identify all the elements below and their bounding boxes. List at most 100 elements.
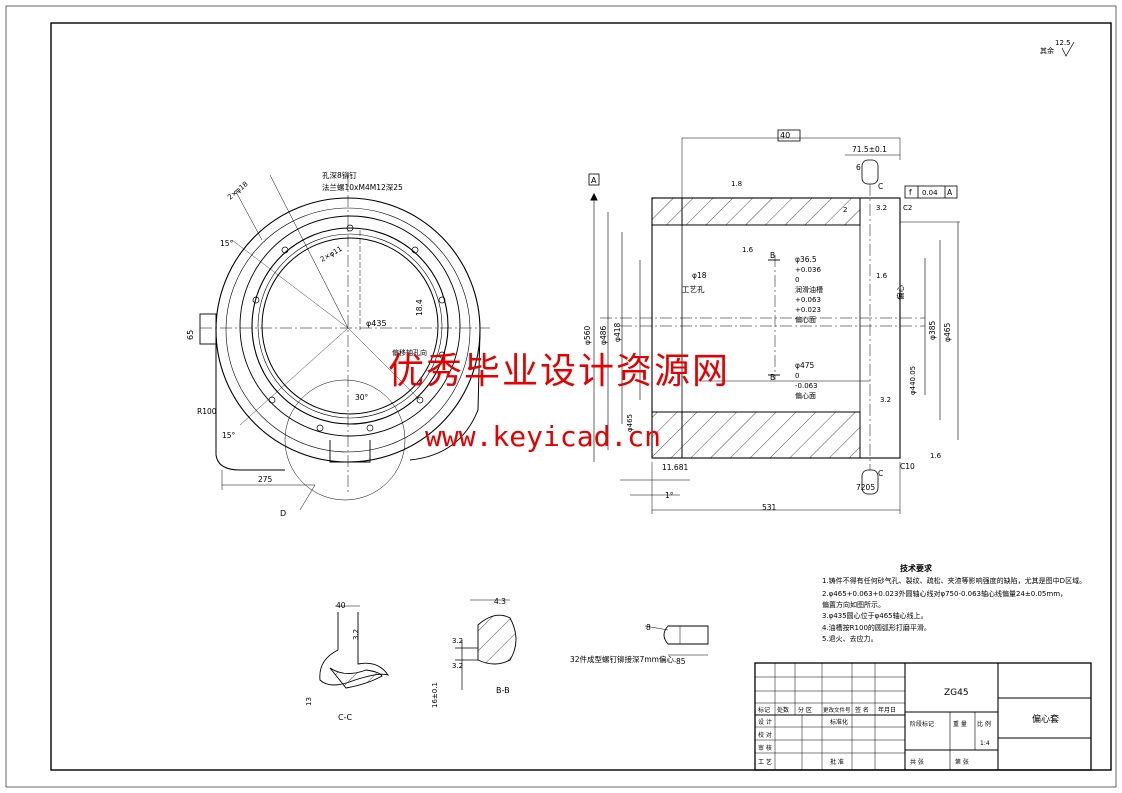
section-view [588,129,960,514]
svg-text:+0.036: +0.036 [795,266,821,274]
svg-text:偏移轴孔向: 偏移轴孔向 [392,348,427,357]
bolt-holes [252,224,446,432]
section-labels: A 40 71.5±0.1 6 1.8 1.6 1.6 3.2 3.2 1.6 … [583,131,953,512]
svg-text:7205: 7205 [856,483,875,492]
svg-text:5.退火、去应力。: 5.退火、去应力。 [822,634,878,643]
svg-text:0: 0 [795,276,799,284]
svg-text:其余: 其余 [1040,46,1054,55]
svg-text:标准化: 标准化 [830,718,848,726]
svg-text:更改文件号: 更改文件号 [823,706,851,714]
svg-text:15°: 15° [222,431,236,440]
svg-text:D: D [280,509,286,518]
svg-text:润滑油槽: 润滑油槽 [795,285,823,294]
svg-text:C2: C2 [903,204,912,212]
pin-labels: 32件成型螺钉铆接深7mm偏心. 8 85 [570,623,686,666]
title-block-text: ZG45 偏心套 标记 处数 分 区 更改文件号 签 名 年月日 设 计 标准化… [758,688,1059,766]
svg-text:偏置方向如图所示。: 偏置方向如图所示。 [822,600,885,609]
svg-text:第 张: 第 张 [955,758,969,766]
svg-text:孔深8铆钉: 孔深8铆钉 [322,170,357,180]
svg-text:φ36.5: φ36.5 [795,255,817,264]
svg-text:批 准: 批 准 [830,758,844,766]
pin-detail [644,625,709,656]
svg-text:φ475: φ475 [795,361,814,370]
svg-text:1.8: 1.8 [731,180,742,188]
svg-text:设 计: 设 计 [758,718,772,726]
svg-text:1.铸件不得有任何砂气孔、裂纹、疏松、夹渣等影响强度的缺陷，: 1.铸件不得有任何砂气孔、裂纹、疏松、夹渣等影响强度的缺陷，尤其是图中D区域。 [822,576,1086,585]
svg-text:1°: 1° [665,491,674,500]
svg-text:偏心面: 偏心面 [795,391,816,400]
svg-text:2: 2 [843,206,847,214]
svg-text:40: 40 [780,131,790,140]
svg-text:B: B [770,373,775,382]
detail-bb-labels: 4.3 3.2 3.2 16±0.1 B-B [431,597,510,708]
svg-text:12.5: 12.5 [1055,39,1071,47]
svg-text:φ435: φ435 [366,319,387,328]
svg-text:18.4: 18.4 [415,299,424,316]
svg-text:3.2: 3.2 [876,204,887,212]
svg-text:φ465: φ465 [943,323,952,342]
svg-text:8: 8 [646,623,651,632]
svg-text:2×φ18: 2×φ18 [226,180,249,201]
svg-text:4.油槽按R100的圆弧形打磨平滑。: 4.油槽按R100的圆弧形打磨平滑。 [822,623,931,632]
svg-text:工 艺: 工 艺 [758,758,772,766]
svg-text:65: 65 [186,330,195,340]
title-block [754,662,1092,771]
svg-text:阶段标记: 阶段标记 [910,720,934,728]
svg-text:校 对: 校 对 [758,731,772,739]
svg-text:φ465: φ465 [626,414,634,432]
svg-text:-0.063: -0.063 [795,382,818,390]
svg-text:技术要求: 技术要求 [900,563,933,573]
detail-cc-labels: 40 3.2 13 C-C [305,601,360,722]
svg-text:+0.063: +0.063 [795,296,821,304]
svg-text:C-C: C-C [338,713,352,722]
svg-text:6: 6 [856,163,861,172]
svg-text:2×φ11: 2×φ11 [319,245,344,264]
svg-text:1.6: 1.6 [930,452,942,460]
svg-text:B: B [770,251,775,260]
svg-text:比 例: 比 例 [977,720,991,728]
detail-bb [455,599,517,690]
svg-text:处数: 处数 [777,706,789,714]
svg-text:11.681: 11.681 [662,463,688,472]
svg-text:+0.023: +0.023 [795,306,821,314]
svg-text:2.φ465+0.063+0.023外圆轴心线对φ750-0: 2.φ465+0.063+0.023外圆轴心线对φ750-0.063轴心线偏量2… [822,589,1067,598]
svg-text:标记: 标记 [758,706,770,714]
svg-text:φ385: φ385 [928,321,937,340]
svg-text:C: C [878,182,883,191]
svg-text:ZG45: ZG45 [944,688,969,698]
roughness-corner: 12.5 其余 [1040,39,1075,57]
watermark-title: 优秀毕业设计资源网 [388,351,731,392]
svg-text:40: 40 [336,601,346,610]
svg-text:3.φ435圆心位于φ465轴心线上。: 3.φ435圆心位于φ465轴心线上。 [822,611,928,620]
svg-text:71.5±0.1: 71.5±0.1 [852,145,887,154]
svg-text:C10: C10 [900,462,915,471]
svg-text:重 量: 重 量 [953,720,967,728]
svg-text:1:4: 1:4 [980,740,990,747]
detail-cc [319,605,390,689]
svg-text:φ560: φ560 [583,326,592,345]
svg-text:R100: R100 [197,407,217,416]
svg-text:1.6: 1.6 [742,246,754,254]
svg-text:B-B: B-B [496,686,510,695]
svg-text:4.3: 4.3 [494,597,506,606]
svg-text:15°: 15° [220,239,234,248]
svg-text:分 区: 分 区 [798,706,812,714]
svg-text:A: A [591,176,597,185]
svg-text:A: A [947,188,953,197]
svg-text:φ418: φ418 [613,323,622,342]
svg-text:3.2: 3.2 [352,629,360,640]
front-view [199,174,490,511]
svg-text:3.2: 3.2 [452,637,463,645]
svg-text:3.2: 3.2 [452,662,463,670]
outer-border [5,5,1117,788]
svg-text:φ440.05: φ440.05 [909,366,917,395]
svg-text:偏心套: 偏心套 [1032,713,1059,725]
svg-text:f: f [909,188,912,197]
svg-text:275: 275 [258,475,273,484]
svg-text:年月日: 年月日 [878,706,896,714]
svg-text:审 核: 审 核 [758,744,772,752]
svg-text:法兰螺10xM4M12深25: 法兰螺10xM4M12深25 [322,182,403,192]
svg-text:0: 0 [795,372,799,380]
svg-text:φ486: φ486 [599,326,608,345]
